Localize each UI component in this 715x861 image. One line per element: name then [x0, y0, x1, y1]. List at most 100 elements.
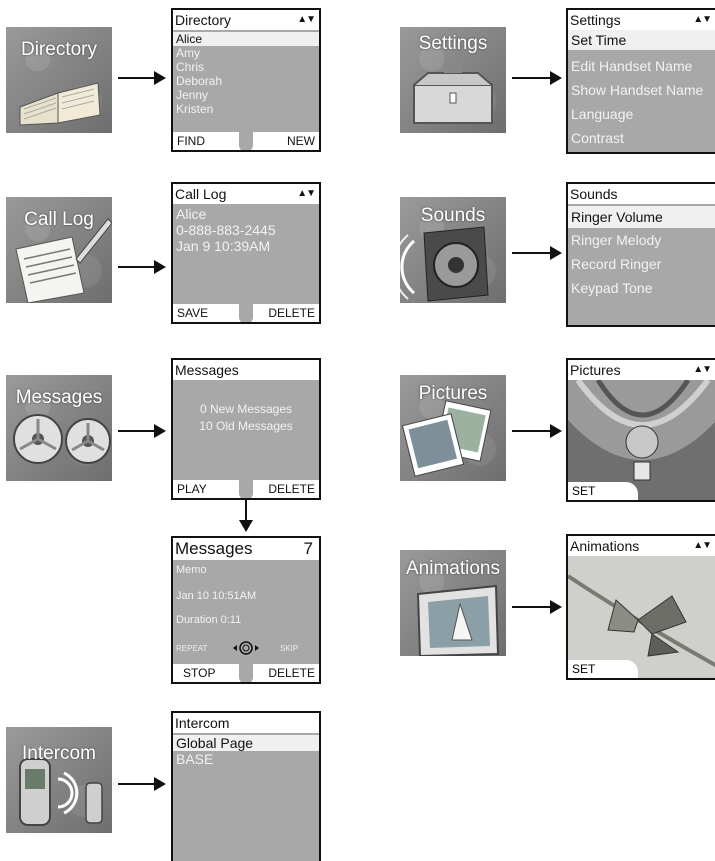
directory-arrow [118, 71, 166, 85]
directory-title-text: Directory [175, 12, 232, 28]
pictures-screen-title: Pictures ▲▼ [568, 360, 715, 380]
balloon-photo [568, 380, 715, 500]
tape-reel-icon [13, 414, 111, 464]
find-softkey[interactable]: FIND [177, 134, 205, 148]
softkey-bar: FIND NEW [173, 130, 319, 150]
list-item[interactable]: Language [571, 106, 634, 122]
stop-softkey[interactable]: STOP [183, 666, 216, 680]
picture-frame-icon [416, 584, 500, 656]
nav-controls: REPEAT SKIP [173, 640, 319, 656]
new-messages-count: 0 New Messages [199, 402, 293, 416]
delete-softkey[interactable]: DELETE [268, 306, 315, 320]
messages-play-title-text: Messages [175, 539, 253, 558]
sounds-tile-label: Sounds [420, 205, 486, 226]
pictures-arrow [512, 424, 562, 438]
list-item[interactable]: BASE [176, 751, 214, 767]
softkey-bar: STOP DELETE [173, 662, 319, 682]
set-softkey-box: SET [568, 660, 638, 678]
scroll-arrows-icon: ▲▼ [693, 540, 712, 551]
sounds-arrow [512, 246, 562, 260]
list-item[interactable]: Jenny [176, 88, 209, 102]
butterfly-photo [568, 556, 715, 678]
messages-screen: Messages 0 New Messages 10 Old Messages … [171, 358, 321, 500]
list-item[interactable]: Set Time [568, 30, 715, 50]
memo-label: Memo [176, 564, 207, 576]
skip-label[interactable]: SKIP [280, 644, 299, 653]
sounds-screen-title: Sounds [568, 184, 715, 204]
softkey-notch [239, 662, 253, 682]
settings-screen-title: Settings ▲▼ [568, 10, 715, 30]
list-item[interactable]: Edit Handset Name [571, 58, 693, 74]
toolbox-icon [413, 67, 493, 124]
softkey-notch [239, 478, 253, 498]
list-item[interactable]: Ringer Melody [571, 232, 662, 248]
set-softkey[interactable]: SET [572, 662, 596, 676]
softkey-bar: PLAY DELETE [173, 478, 319, 498]
delete-softkey[interactable]: DELETE [268, 666, 315, 680]
set-softkey[interactable]: SET [572, 484, 596, 498]
pictures-title-text: Pictures [570, 362, 621, 378]
softkey-bar: SAVE DELETE [173, 302, 319, 322]
pictures-tile-label: Pictures [418, 383, 488, 404]
set-softkey-box: SET [568, 482, 638, 500]
list-item[interactable]: Ringer Volume [568, 206, 715, 228]
delete-softkey[interactable]: DELETE [268, 482, 315, 496]
photos-icon [401, 400, 492, 477]
intercom-tile-label: Intercom [22, 743, 96, 764]
speaker-icon [400, 226, 489, 302]
scroll-arrows-icon: ▲▼ [297, 188, 316, 199]
call-log-tile-label: Call Log [24, 209, 94, 230]
messages-play-title: Messages 7 [173, 538, 319, 560]
repeat-label[interactable]: REPEAT [176, 644, 208, 653]
message-date: Jan 10 10:51AM [176, 590, 257, 602]
intercom-screen-title: Intercom [173, 713, 319, 733]
messages-title-text: Messages [175, 362, 239, 378]
settings-title-text: Settings [570, 12, 621, 28]
call-log-screen-title: Call Log ▲▼ [173, 184, 319, 204]
call-log-screen: Call Log ▲▼ Alice 0-888-883-2445 Jan 9 1… [171, 182, 321, 324]
list-item[interactable]: Amy [176, 46, 200, 60]
book-icon [19, 82, 101, 126]
list-item[interactable]: Keypad Tone [571, 280, 653, 296]
message-duration: Duration 0:11 [176, 614, 242, 626]
call-time: Jan 9 10:39AM [176, 238, 271, 254]
nav-key-icon[interactable] [231, 640, 261, 656]
list-item[interactable]: Chris [176, 60, 205, 74]
scroll-arrows-icon: ▲▼ [693, 14, 712, 25]
intercom-tile: Intercom [6, 727, 112, 833]
list-item[interactable]: Record Ringer [571, 256, 662, 272]
messages-screen-title: Messages [173, 360, 319, 380]
directory-screen: Directory ▲▼ Alice Amy Chris Deborah Jen… [171, 8, 321, 152]
call-log-title-text: Call Log [175, 186, 227, 202]
list-item[interactable]: Contrast [571, 130, 624, 146]
animations-screen: Animations ▲▼ SET [566, 534, 715, 680]
play-softkey[interactable]: PLAY [177, 482, 207, 496]
call-log-tile: Call Log [6, 197, 112, 303]
list-item[interactable]: Alice [173, 32, 319, 46]
list-item[interactable]: Kristen [176, 102, 214, 116]
list-item[interactable]: Global Page [173, 735, 319, 751]
sounds-title-text: Sounds [570, 186, 618, 202]
handset-icon [19, 758, 103, 826]
new-softkey[interactable]: NEW [287, 134, 315, 148]
caller-number: 0-888-883-2445 [176, 222, 276, 238]
directory-tile-label: Directory [20, 39, 97, 60]
messages-tile-label: Messages [15, 387, 103, 408]
softkey-notch [239, 302, 253, 322]
messages-play-screen: Messages 7 Memo Jan 10 10:51AM Duration … [171, 536, 321, 684]
animations-arrow [512, 600, 562, 614]
settings-screen: Settings ▲▼ Set Time Edit Handset Name S… [566, 8, 715, 154]
scroll-arrows-icon: ▲▼ [297, 14, 316, 25]
directory-tile: Directory [6, 27, 112, 133]
animations-tile-label: Animations [406, 558, 500, 579]
save-softkey[interactable]: SAVE [177, 306, 209, 320]
pictures-tile: Pictures [400, 375, 506, 481]
scroll-arrows-icon: ▲▼ [693, 364, 712, 375]
list-item[interactable]: Deborah [176, 74, 223, 88]
pictures-screen: Pictures ▲▼ SET [566, 358, 715, 502]
sounds-screen: Sounds Ringer Volume Ringer Melody Recor… [566, 182, 715, 327]
call-log-arrow [118, 260, 166, 274]
list-item[interactable]: Show Handset Name [571, 82, 704, 98]
settings-arrow [512, 71, 562, 85]
caller-name: Alice [176, 206, 207, 222]
